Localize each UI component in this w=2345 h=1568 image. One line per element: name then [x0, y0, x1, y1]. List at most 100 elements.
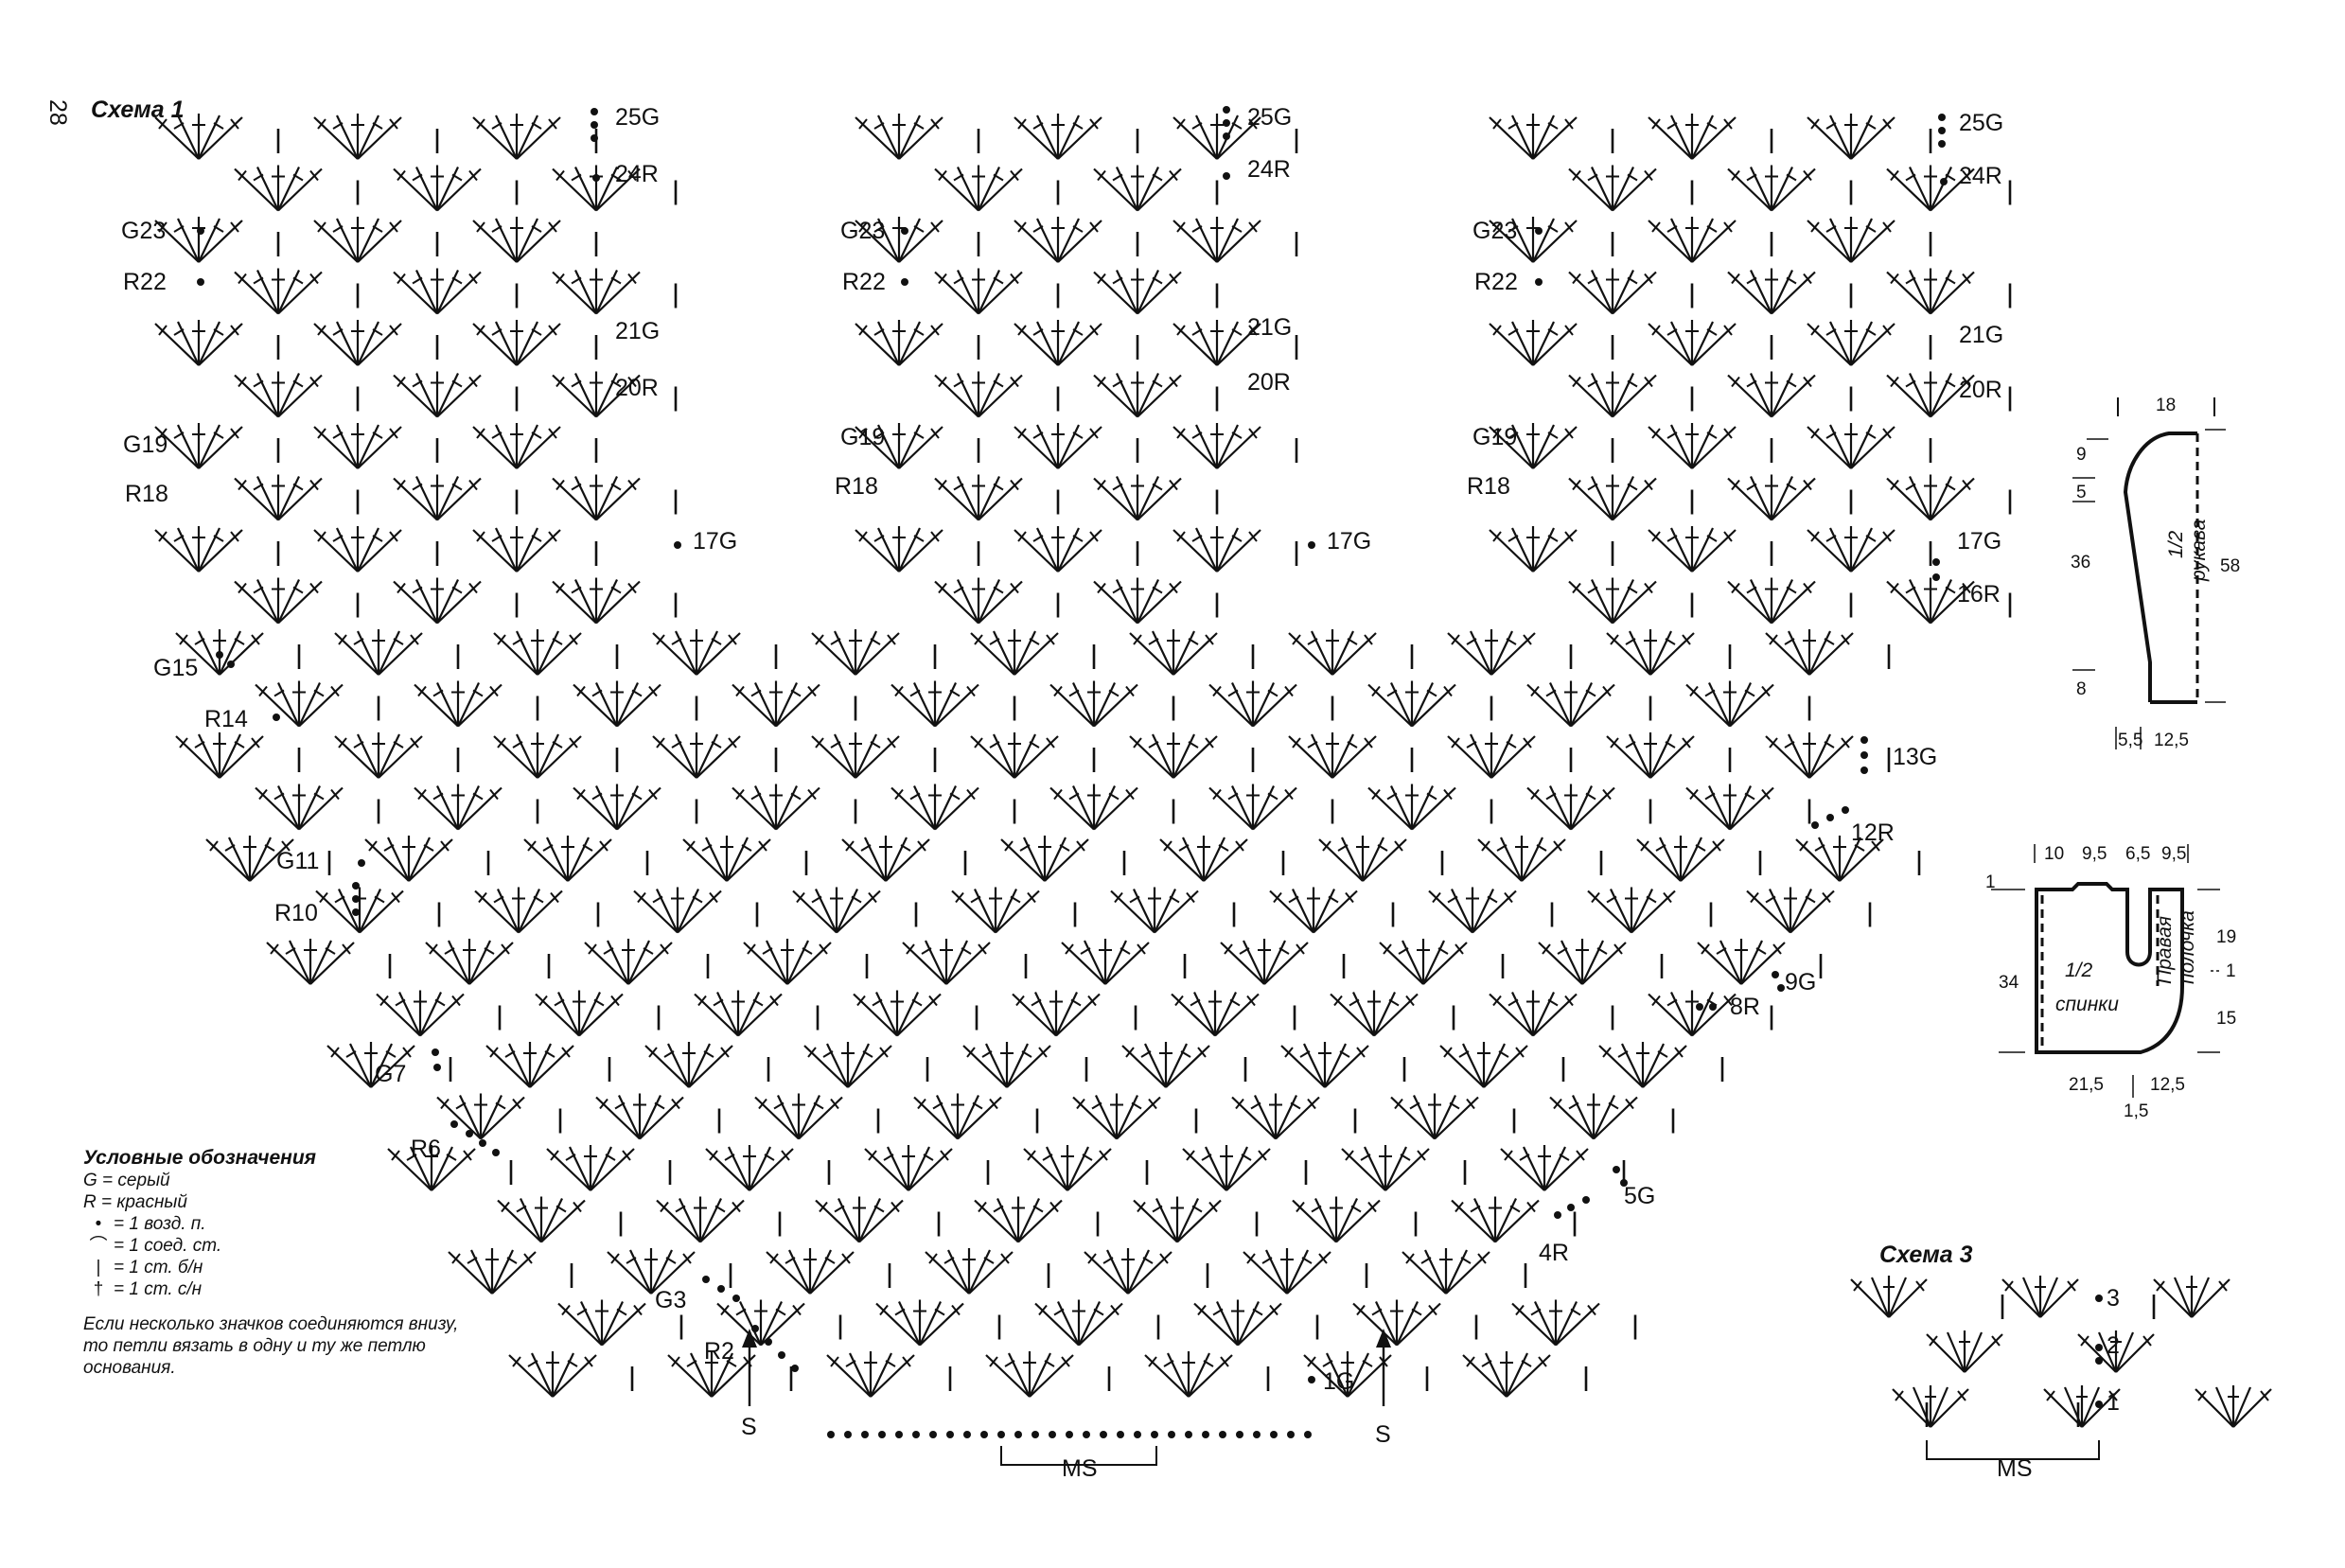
fan-stitch — [1586, 886, 1677, 934]
fan-stitch — [1647, 421, 1737, 470]
fan-stitch — [492, 627, 583, 677]
scheme3: Схема 3 3 2 1 MS — [1849, 1242, 2273, 1482]
fan-stitch — [312, 112, 403, 161]
row-label: 1 — [2107, 1389, 2120, 1416]
fan-stitch — [1208, 783, 1298, 831]
fan-stitch — [312, 215, 403, 264]
fan-stitch — [1351, 1298, 1442, 1347]
body-dim: 21,5 — [2069, 1075, 2104, 1095]
row-label: 17G — [693, 528, 737, 555]
fan-stitch — [1120, 1040, 1211, 1089]
fan-stitch — [1071, 1092, 1162, 1140]
fan-stitch — [551, 473, 642, 521]
fan-stitch — [375, 989, 466, 1037]
fan-stitch — [1013, 421, 1103, 470]
back-label: спинки — [2055, 994, 2119, 1015]
fan-stitch — [233, 267, 324, 315]
fan-stitch — [1013, 215, 1103, 264]
fan-stitch — [265, 937, 356, 986]
fan-stitch — [1092, 370, 1183, 418]
row-label: 24R — [1959, 163, 2002, 189]
fan-stitch — [1684, 783, 1775, 831]
sleeve-dim: 5,5 — [2118, 731, 2142, 750]
front-label: полочка — [2177, 910, 2198, 984]
row-label: G11 — [276, 848, 319, 874]
legend-text: = 1 соед. ст. — [114, 1236, 222, 1256]
fan-stitch — [1548, 1092, 1639, 1140]
fan-stitch — [644, 1040, 734, 1089]
fan-stitch — [1684, 679, 1775, 728]
sleeve-dim: 5 — [2076, 483, 2087, 502]
fan-stitch — [1446, 731, 1537, 780]
row-label: G23 — [121, 218, 166, 244]
fan-stitch — [1726, 576, 1817, 625]
fan-stitch — [1287, 627, 1378, 677]
fan-stitch — [392, 576, 483, 625]
fan-stitch — [153, 215, 244, 264]
start-arrow-left: S — [741, 1329, 757, 1440]
fan-stitch — [1647, 318, 1737, 367]
row-label: G23 — [840, 218, 885, 244]
fan-stitch — [1726, 267, 1817, 315]
fan-stitch — [471, 524, 562, 573]
fan-stitch — [852, 989, 943, 1037]
row-label: R6 — [411, 1136, 441, 1162]
back-label: 1/2 — [2065, 960, 2093, 981]
fan-stitch — [1366, 783, 1457, 831]
fan-stitch — [1461, 1349, 1552, 1399]
outer-left-labels: G15 R14 G11 R10 G7 R6 G3 R2 — [153, 655, 734, 1365]
row-label: 12R — [1851, 819, 1895, 846]
fan-stitch — [890, 679, 980, 728]
fan-stitch — [1083, 1246, 1173, 1295]
fan-stitch — [1885, 473, 1976, 521]
repeat-label: MS — [1997, 1455, 2033, 1482]
fan-stitch — [254, 783, 344, 831]
fan-stitch — [810, 731, 901, 780]
fan-stitch — [496, 1195, 587, 1243]
fan-stitch — [333, 627, 424, 677]
fan-stitch — [933, 164, 1024, 212]
sleeve-dim: 12,5 — [2154, 731, 2189, 750]
row-label: G23 — [1472, 218, 1517, 244]
fan-stitch — [1806, 112, 1896, 161]
right-edge-labels: 25G 24R 21G 20R 25G 24R 21G 20R 25G 24R … — [615, 104, 2003, 403]
fan-stitch — [1192, 1298, 1283, 1347]
fan-stitch — [1242, 1246, 1332, 1295]
fan-stitch — [312, 318, 403, 367]
start-arrow-right: S — [1375, 1329, 1391, 1448]
body-dim: 15 — [2216, 1009, 2236, 1029]
fan-stitch — [1013, 318, 1103, 367]
row-label: G15 — [153, 655, 198, 681]
fan-stitch — [233, 473, 324, 521]
fan-stitch — [973, 1195, 1064, 1243]
body-dim: 1,5 — [2124, 1101, 2148, 1121]
fan-stitch — [312, 524, 403, 573]
legend-title: Условные обозначения — [83, 1147, 317, 1169]
fan-stitch — [1605, 627, 1696, 677]
fan-stitch — [471, 215, 562, 264]
body-dim: 10 — [2044, 844, 2064, 864]
row-label: R10 — [274, 900, 318, 926]
fan-stitch — [999, 834, 1090, 883]
fan-stitch — [392, 473, 483, 521]
page-number: 28 — [44, 99, 71, 126]
fan-stitch — [556, 1298, 647, 1347]
fan-stitch — [1647, 524, 1737, 573]
fan-stitch — [651, 731, 742, 780]
fan-stitch — [153, 524, 244, 573]
fan-stitch — [1567, 164, 1658, 212]
fan-stitch — [810, 627, 901, 677]
fan-stitch — [731, 783, 821, 831]
fan-stitch — [1092, 576, 1183, 625]
foundation-chain — [827, 1431, 1312, 1438]
fan-stitch — [1764, 731, 1855, 780]
scheme3-grid — [1849, 1274, 2273, 1429]
fan-stitch — [1499, 1143, 1590, 1192]
fan-stitch — [840, 834, 931, 883]
legend-item: ⌒= 1 соед. ст. — [83, 1235, 500, 1257]
fan-stitch — [933, 473, 1024, 521]
fan-stitch — [1647, 989, 1737, 1037]
fan-stitch — [1329, 989, 1419, 1037]
row-label: 3 — [2107, 1285, 2120, 1312]
fan-stitch — [1366, 679, 1457, 728]
